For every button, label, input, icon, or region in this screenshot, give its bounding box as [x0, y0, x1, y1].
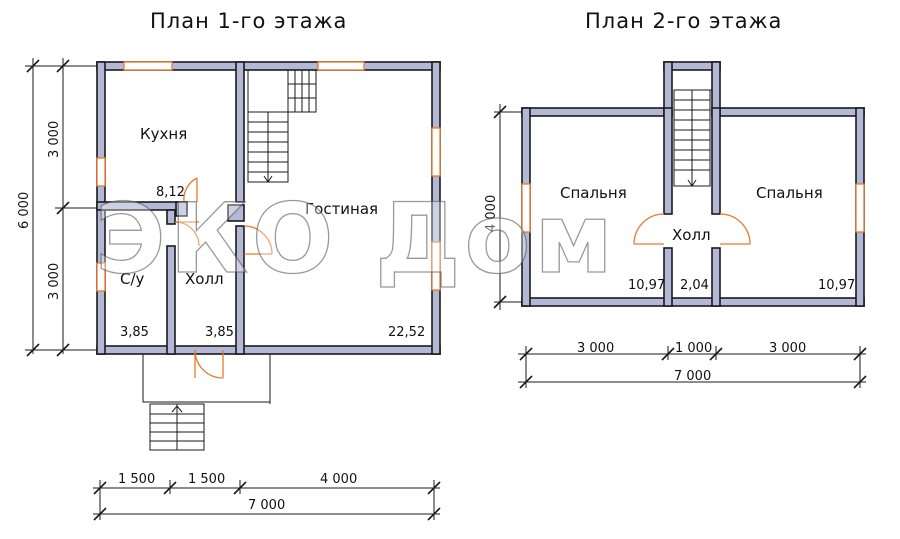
plan2-dim-b2: 1 000 [675, 341, 712, 356]
plan1-wall-stub [175, 201, 188, 217]
plan2-dimensions-bottom: 3 000 1 000 3 000 7 000 [518, 341, 867, 389]
watermark-logo: ЭКО Дом [95, 183, 617, 295]
plan1-label-hall: Холл [185, 270, 224, 288]
plan1-window-left-2 [96, 262, 106, 292]
plan1: Кухня Гостиная С/у Холл 8,12 22,52 3,85 … [17, 58, 441, 521]
plan1-area-bath: 3,85 [120, 325, 149, 340]
plan2-area-bedroom-left: 10,97 [628, 278, 665, 293]
plan2-door-right [719, 213, 751, 245]
plan1-wall-bath-lower [166, 245, 176, 355]
plan2-dim-height: 4 000 [484, 195, 499, 232]
plan1-wall-right [431, 61, 441, 355]
plan2: Спальня Спальня Холл 10,97 2,04 10,97 4 … [484, 61, 867, 389]
plan2-area-hall: 2,04 [680, 278, 709, 293]
plan1-dimensions-bottom: 1 500 1 500 4 000 7 000 [93, 472, 441, 521]
plan2-door-left [633, 213, 665, 245]
plan2-label-bedroom-left: Спальня [560, 184, 627, 202]
plan2-label-bedroom-right: Спальня [756, 184, 823, 202]
plan1-area-kitchen: 8,12 [156, 185, 185, 200]
plan1-label-living: Гостиная [305, 200, 378, 218]
plan2-staircase [673, 89, 712, 187]
plan2-dim-total-width: 7 000 [674, 369, 711, 384]
plan2-wall-inner-right-upper [711, 107, 721, 215]
plan2-title: План 2-го этажа [585, 9, 782, 33]
plan2-wall-inner-right-lower [711, 247, 721, 307]
plan1-dim-total-height: 6 000 [17, 192, 32, 229]
plan1-window-left-1 [96, 157, 106, 187]
plan1-area-living: 22,52 [388, 325, 425, 340]
plan1-dim-lower: 3 000 [47, 263, 62, 300]
plan2-wall-top-right [714, 107, 865, 117]
plan2-wall-inner-left-upper [663, 107, 673, 215]
plan1-dim-b3: 4 000 [320, 472, 357, 487]
plan2-label-hall: Холл [672, 226, 711, 244]
plan1-window-top [317, 61, 365, 71]
plan2-window-left [521, 183, 531, 233]
plan1-dim-total-width: 7 000 [248, 498, 285, 513]
plan1-label-bath: С/у [120, 270, 145, 288]
plan1-porch [142, 354, 271, 451]
plan1-staircase [247, 69, 317, 183]
plan2-dim-b3: 3 000 [769, 341, 806, 356]
plan1-label-kitchen: Кухня [140, 125, 187, 143]
plan1-window-right-1 [431, 127, 441, 177]
plan1-window-kitchen [123, 61, 173, 71]
plan2-area-bedroom-right: 10,97 [818, 278, 855, 293]
plan1-wall-center-upper [235, 61, 245, 203]
plan1-dim-upper: 3 000 [47, 121, 62, 158]
plan1-area-hall: 3,85 [205, 325, 234, 340]
plan1-door-kitchen [183, 177, 198, 203]
plan1-window-right-2 [431, 241, 441, 291]
plan2-dimensions-left: 4 000 [484, 104, 522, 310]
plan1-wall-corner [227, 204, 245, 222]
plan1-wall-bath-upper [166, 209, 176, 225]
plan2-window-right [855, 183, 865, 233]
plan1-wall-center-lower [235, 225, 245, 355]
plan1-dim-b1: 1 500 [118, 472, 155, 487]
plan1-dim-b2: 1 500 [188, 472, 225, 487]
plan1-dimensions-left: 6 000 3 000 3 000 [17, 58, 97, 357]
plan1-door-living [243, 225, 273, 255]
plan1-title: План 1-го этажа [150, 9, 347, 33]
plan1-wall-bottom [96, 345, 441, 355]
plan2-wall-top-left [521, 107, 669, 117]
plan2-dim-b1: 3 000 [577, 341, 614, 356]
plan2-wall-bottom [521, 297, 865, 307]
plan2-wall-inner-left-lower [663, 247, 673, 307]
